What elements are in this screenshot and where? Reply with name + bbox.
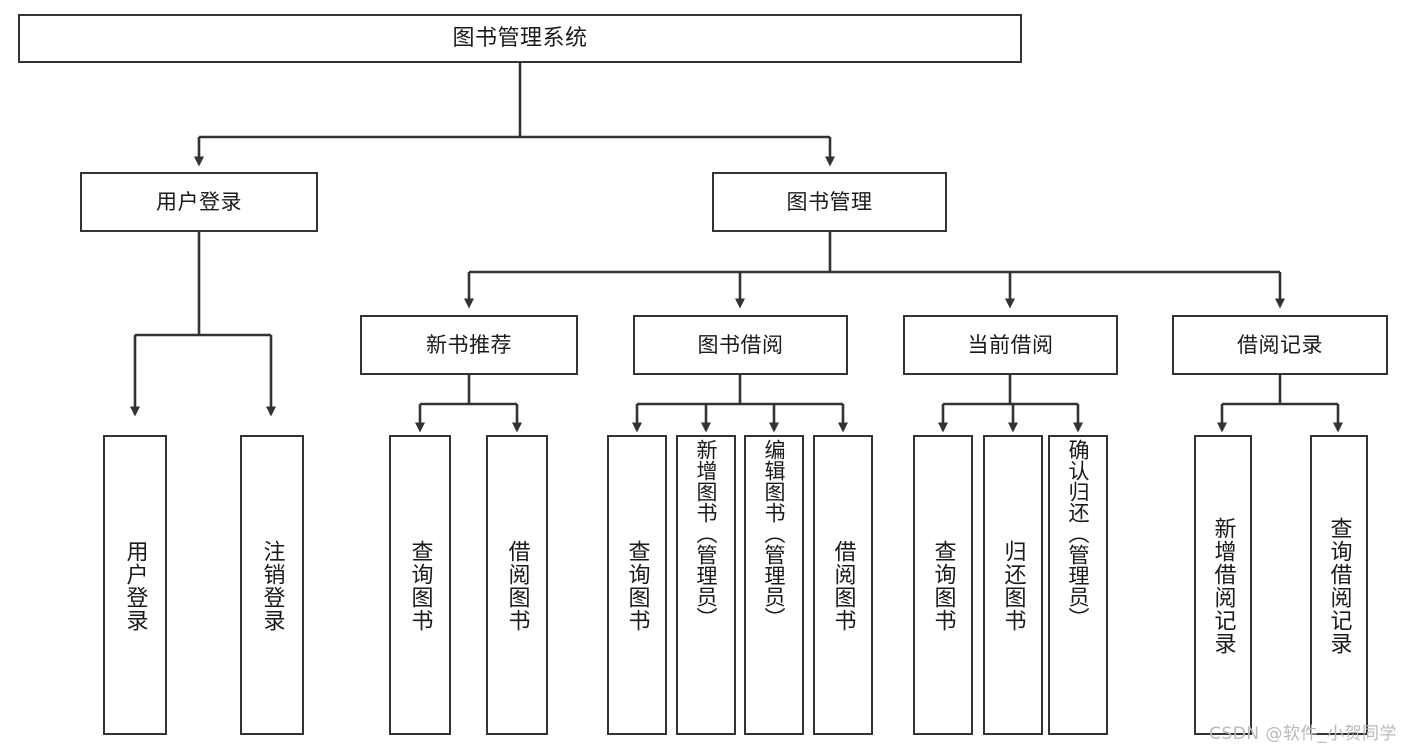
leaf-query-book-recommend[interactable]: 查询图书	[389, 435, 451, 735]
leaf-edit-book-admin[interactable]: 编辑图书（管理员）	[744, 435, 804, 735]
watermark-text: CSDN @软件_小贺同学	[1209, 724, 1397, 744]
node-current-borrow[interactable]: 当前借阅	[903, 315, 1118, 375]
node-label: 新增图书（管理员）	[694, 439, 719, 628]
node-label: 用户登录	[122, 540, 148, 632]
node-book-management[interactable]: 图书管理	[712, 172, 947, 232]
leaf-borrow-book-recommend[interactable]: 借阅图书	[486, 435, 548, 735]
node-label: 确认归还（管理员）	[1066, 439, 1091, 628]
node-label: 图书管理系统	[452, 25, 588, 51]
node-book-borrow[interactable]: 图书借阅	[633, 315, 848, 375]
node-label: 当前借阅	[967, 332, 1054, 357]
node-borrow-record[interactable]: 借阅记录	[1172, 315, 1388, 375]
node-user-login[interactable]: 用户登录	[80, 172, 318, 232]
node-label: 查询图书	[624, 540, 650, 632]
node-label: 借阅记录	[1237, 332, 1323, 357]
leaf-query-book-current[interactable]: 查询图书	[913, 435, 973, 735]
leaf-return-book[interactable]: 归还图书	[983, 435, 1043, 735]
node-label: 用户登录	[156, 189, 242, 214]
node-label: 归还图书	[1000, 540, 1026, 632]
node-label: 借阅图书	[504, 540, 530, 632]
node-new-book-recommend[interactable]: 新书推荐	[360, 315, 578, 375]
node-label: 借阅图书	[830, 540, 856, 632]
node-label: 编辑图书（管理员）	[762, 439, 787, 628]
node-label: 查询借阅记录	[1326, 517, 1352, 655]
leaf-confirm-return-admin[interactable]: 确认归还（管理员）	[1048, 435, 1108, 735]
leaf-borrow-book[interactable]: 借阅图书	[813, 435, 873, 735]
node-label: 查询图书	[407, 540, 433, 632]
leaf-logout-login[interactable]: 注销登录	[240, 435, 304, 735]
leaf-add-borrow-record[interactable]: 新增借阅记录	[1194, 435, 1252, 735]
leaf-user-login[interactable]: 用户登录	[103, 435, 167, 735]
node-book-management-system[interactable]: 图书管理系统	[18, 14, 1022, 63]
node-label: 图书管理	[786, 189, 873, 214]
node-label: 注销登录	[259, 540, 285, 632]
leaf-query-book-borrow[interactable]: 查询图书	[607, 435, 667, 735]
node-label: 新增借阅记录	[1210, 517, 1236, 655]
node-label: 图书借阅	[697, 332, 784, 357]
node-label: 查询图书	[930, 540, 956, 632]
leaf-add-book-admin[interactable]: 新增图书（管理员）	[676, 435, 736, 735]
node-label: 新书推荐	[426, 332, 512, 357]
leaf-query-borrow-record[interactable]: 查询借阅记录	[1310, 435, 1368, 735]
